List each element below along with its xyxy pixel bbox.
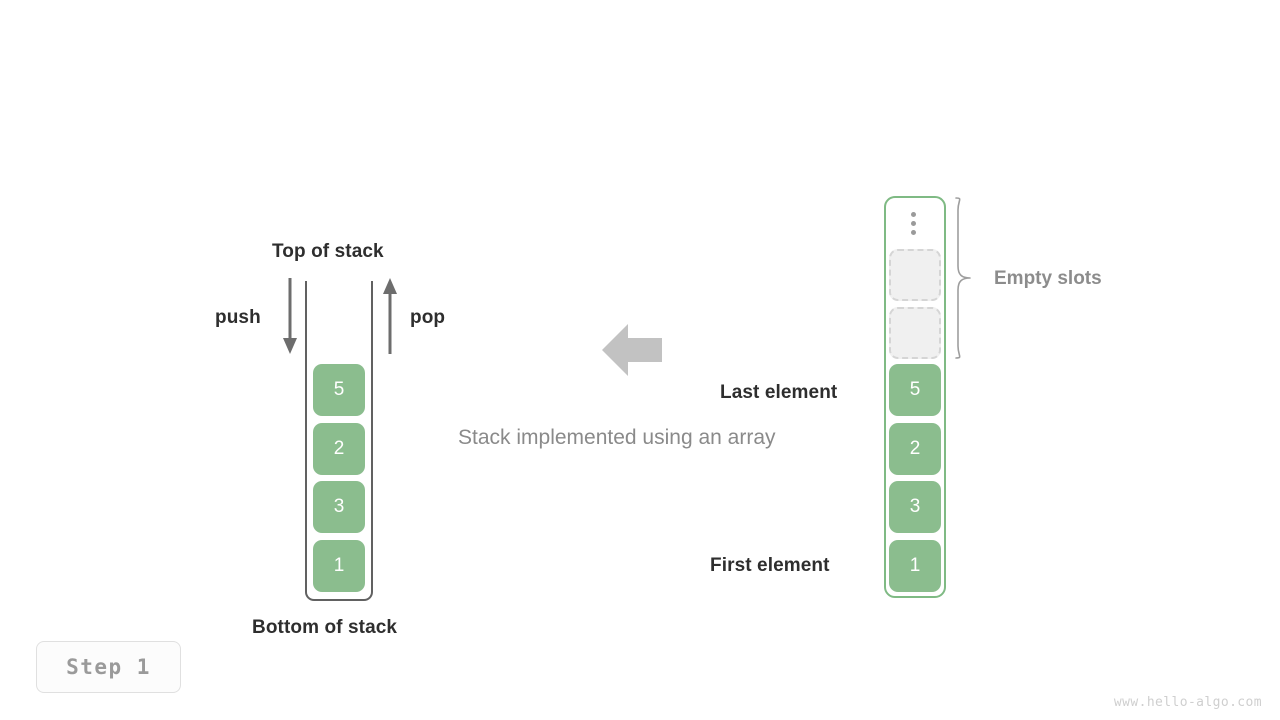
array-element: 2	[889, 423, 941, 475]
vertical-ellipsis-icon	[911, 212, 917, 236]
empty-slot	[889, 307, 941, 359]
empty-slots-label: Empty slots	[994, 268, 1102, 289]
pop-label: pop	[410, 307, 446, 328]
push-arrow-icon	[283, 278, 297, 354]
array-element: 1	[889, 540, 941, 592]
array-element: 5	[889, 364, 941, 416]
bottom-of-stack-label: Bottom of stack	[252, 617, 398, 638]
stack-element: 5	[313, 364, 365, 416]
first-element-label: First element	[710, 555, 830, 576]
empty-slots-brace	[955, 197, 971, 359]
stack-element: 3	[313, 481, 365, 533]
last-element-label: Last element	[720, 382, 838, 403]
figure-caption: Stack implemented using an array	[458, 426, 776, 449]
watermark: www.hello-algo.com	[1113, 695, 1262, 710]
empty-slot	[889, 249, 941, 301]
left-arrow-icon	[602, 324, 662, 376]
stack-element: 2	[313, 423, 365, 475]
push-label: push	[215, 307, 261, 328]
top-of-stack-label: Top of stack	[272, 241, 384, 262]
pop-arrow-icon	[383, 278, 397, 354]
stack-element: 1	[313, 540, 365, 592]
stack-container	[305, 281, 373, 601]
step-badge: Step 1	[36, 641, 181, 693]
array-element: 3	[889, 481, 941, 533]
